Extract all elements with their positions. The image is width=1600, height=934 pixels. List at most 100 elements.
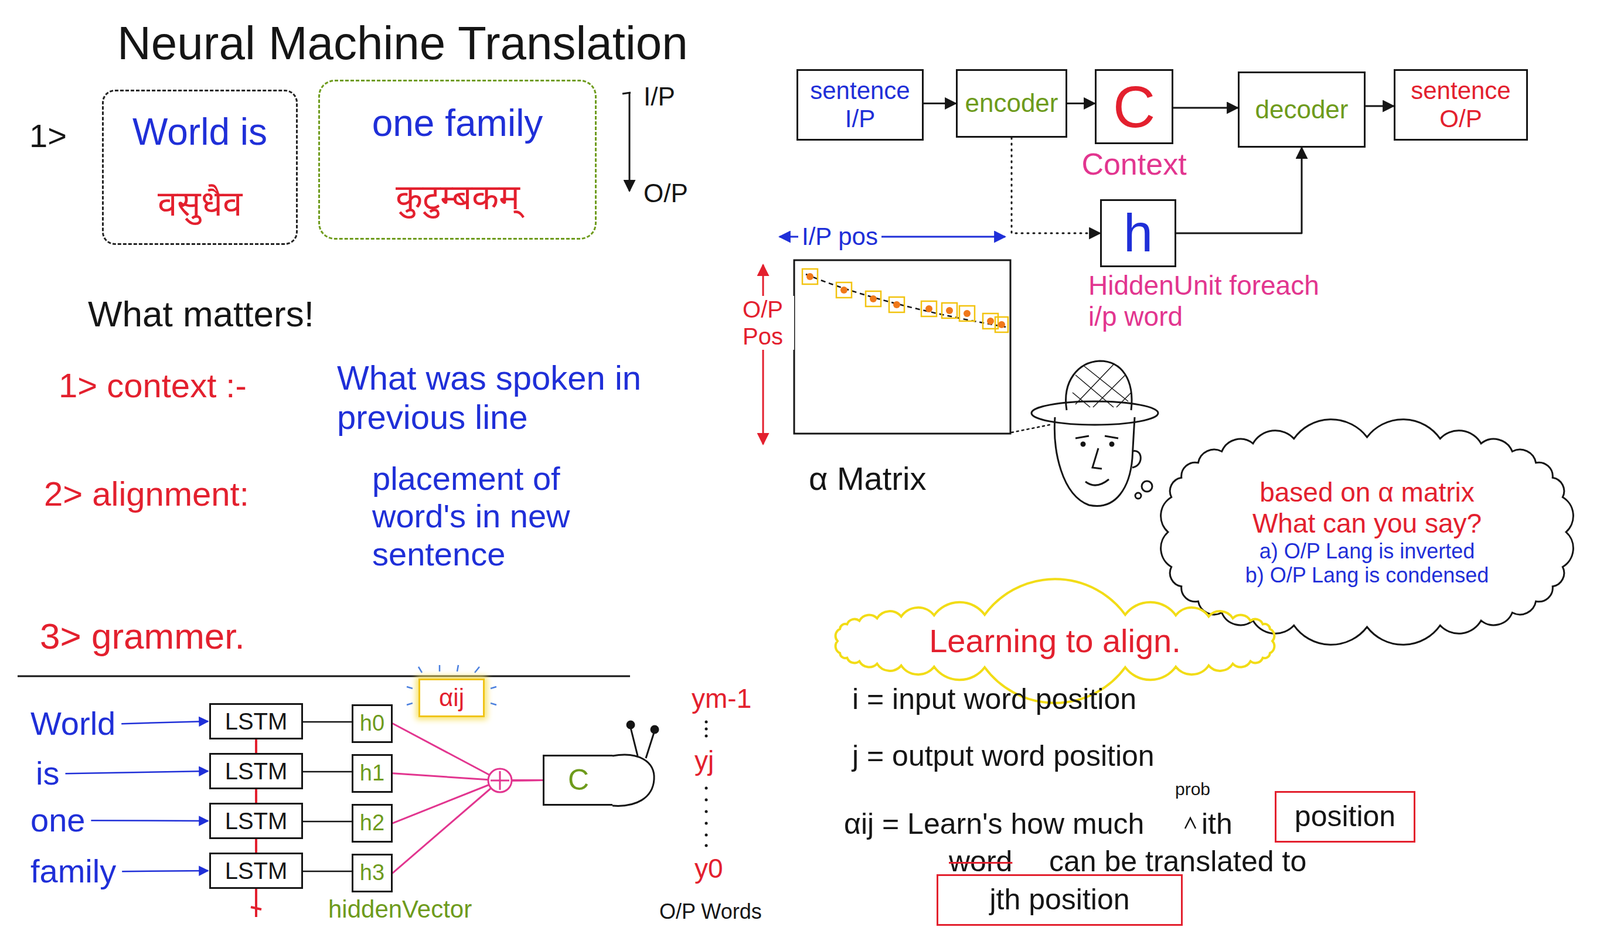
label-text: hiddenVector [328,895,472,924]
connector [923,102,956,105]
connector [392,780,543,874]
hidden-vector-box: h2 [351,804,393,843]
node-text: C [1112,77,1156,136]
connector [1173,107,1238,110]
connector [303,771,352,774]
person-sketch [1031,361,1159,506]
label-text: What matters! [87,293,315,335]
antenna-tip [651,726,659,734]
attention-weight-box: αij [418,678,485,718]
cloud-path [1161,419,1574,646]
label-text: World [30,705,116,743]
connector [254,739,258,754]
dot [705,810,708,814]
label-text: I/P [643,82,676,112]
alignment-cells [802,269,1009,333]
node-text: LSTM [225,857,288,885]
hidden-unit-box: hHiddenUnit foreach i/p word [1100,199,1177,268]
node-text: HiddenUnit foreach i/p word [1088,270,1323,333]
cell [889,297,905,313]
label-text: αij = Learn's how much [843,807,1145,842]
leader-arrow [90,819,209,822]
antenna-tip [627,721,635,729]
connector [392,780,543,824]
thought-bubble [1135,492,1142,499]
hidden-vector-box: h3 [351,853,393,893]
cell [995,317,1009,333]
title: Neural Machine Translation [117,16,689,71]
lstm-box: LSTM [209,703,304,740]
highlight-box: position [1274,791,1416,843]
connector [392,773,543,781]
process-box: decoder [1237,71,1366,148]
mouth [1085,479,1109,486]
connector [303,821,352,823]
cell [802,269,818,285]
ear [1132,450,1141,468]
alpha-matrix [763,236,1053,445]
connector [1365,105,1394,108]
io-arrow [622,92,631,192]
node-text: decoder [1254,94,1348,125]
alignment-dots [806,273,1006,329]
nose [1092,448,1102,469]
dot [893,301,901,309]
label-text: yj [694,745,714,777]
label-text: ym-1 [691,683,752,715]
node-text: LSTM [225,807,288,835]
dot [840,286,848,294]
dashed-group: World isवसुधैव [101,89,298,245]
label-text: 1> [29,117,67,155]
label-text: 3> grammer. [39,615,245,657]
label-text: O/P [643,178,689,209]
label-text: ith [1201,807,1233,842]
label-text: 2> alignment: [43,474,250,514]
snail-head [612,721,659,806]
node-text: h0 [359,710,385,737]
node-text: jth position [989,883,1130,918]
label-text: O/P Pos [731,295,795,350]
hidden-vector-box: h1 [351,754,393,793]
sum-plus [490,771,510,791]
label-text: I/P pos [798,222,882,251]
label-text: one [30,801,85,840]
context-snail-box: C [542,754,613,806]
hat-brim [1031,401,1159,425]
snail-head-outline [612,754,655,806]
heading-cloud: Learning to align. [829,606,1281,676]
node-text: कुटुम्बकम् [395,176,520,218]
leader-arrow [121,870,209,872]
label-text: O/P Words [659,899,762,924]
eyebrows [1075,436,1119,439]
node-text: a) O/P Lang is inverted [1259,539,1476,564]
node-text: encoder [964,88,1058,119]
label-text: placement of word's in new sentence [372,460,642,574]
node-text: h [1123,206,1153,260]
dot [986,317,994,325]
connector [254,839,258,853]
dashed-group: one familyकुटुम्बकम् [318,79,597,240]
insert-caret [1185,818,1196,829]
dotted-pointer [1011,424,1053,433]
eye [1110,442,1114,447]
context-box: CContext [1094,69,1174,145]
recurrent-stub [250,889,262,918]
cell [959,305,975,322]
node-text: sentence O/P [1400,76,1522,134]
thought-bubble [1141,481,1153,492]
highlight-box: jth position [936,874,1183,927]
hidden-vector-box: h0 [351,704,393,744]
dot [705,727,708,731]
leader-arrow [121,721,209,724]
node-text: h3 [359,860,385,887]
label-text: 1> context :- [58,366,247,406]
node-text: Context [1081,147,1187,183]
dot [705,822,708,826]
output-ellipsis [705,720,708,848]
label-text: word [948,845,1013,880]
cell [921,301,937,317]
alignment-curve [805,274,1006,328]
process-box: sentence O/P [1393,69,1528,141]
node-text: sentence I/P [802,76,918,134]
connector [1067,102,1095,105]
